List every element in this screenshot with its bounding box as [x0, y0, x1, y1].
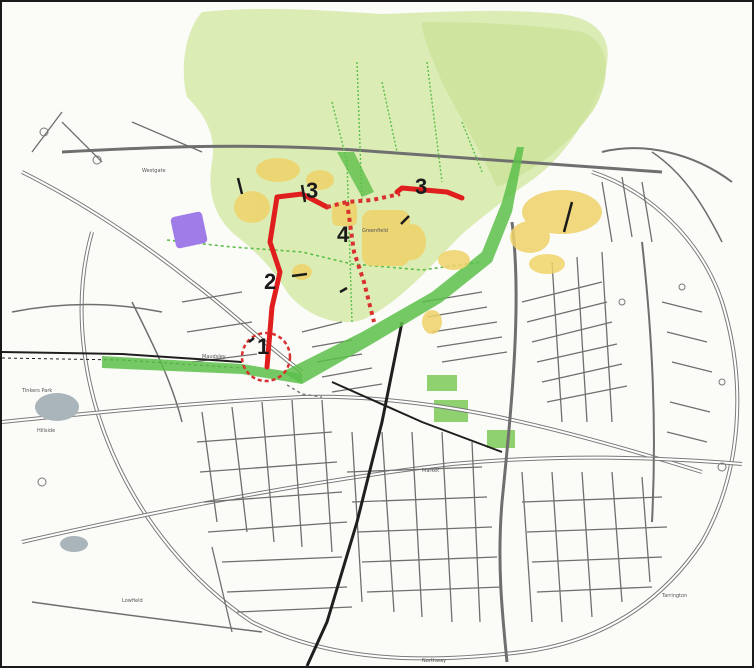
place-label-e: Hillside: [37, 428, 55, 434]
water-bodies: [35, 393, 88, 552]
street-network: [2, 111, 743, 663]
place-label-g: Northway: [422, 658, 446, 664]
place-label-c: Tinkers Park: [21, 388, 52, 394]
route-dashed-south[interactable]: [345, 201, 376, 323]
place-label-d: Westgate: [142, 168, 166, 174]
route-label-2: 2: [264, 269, 276, 294]
route-label-3-west: 3: [306, 178, 318, 203]
route-label-3-east: 3: [415, 174, 427, 199]
route-node-circle[interactable]: [240, 331, 292, 383]
route-solid-west[interactable]: [264, 191, 330, 370]
park-square-3: [487, 430, 515, 448]
place-labels: Maudsley Greenfield Tinkers Park Westgat…: [21, 168, 687, 664]
map-symbols: [37, 127, 727, 487]
green-dotted-path: [166, 239, 483, 271]
tick-markers: [236, 177, 574, 343]
green-corridor-diagonal: [282, 147, 524, 384]
connector-dashed: [286, 384, 323, 398]
green-corridor-west: [102, 356, 302, 384]
green-corridor-lines: [331, 61, 483, 323]
route-label-4: 4: [337, 222, 350, 247]
route-labels: 1 2 3 3 4: [257, 174, 427, 359]
building-blocks: [234, 158, 602, 334]
park-square-1: [427, 375, 457, 391]
place-label-i: Tarrington: [661, 593, 687, 599]
green-corridors: [102, 61, 524, 384]
place-label-a: Maudsley: [202, 354, 226, 360]
route-label-1: 1: [257, 334, 269, 359]
place-label-h: Lowfield: [122, 598, 143, 604]
route-solid-east[interactable]: [394, 185, 465, 201]
place-label-f: Market: [422, 468, 439, 474]
park-area-east-lobe: [422, 22, 606, 187]
routes: [240, 185, 465, 398]
green-corridor-central: [337, 152, 374, 197]
poi-marker[interactable]: [170, 211, 208, 249]
place-label-b: Greenfield: [362, 228, 388, 234]
route-dashed-north[interactable]: [326, 192, 401, 209]
park-areas: [183, 8, 608, 448]
